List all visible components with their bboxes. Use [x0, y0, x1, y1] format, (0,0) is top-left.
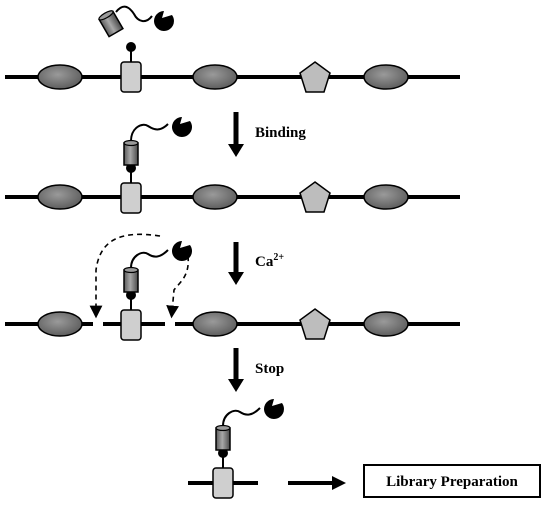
- nucleosome: [192, 64, 238, 90]
- mnase-pacman: [171, 116, 192, 137]
- cut-arrow-right: [166, 255, 190, 319]
- mnase-pacman: [153, 11, 174, 31]
- other-protein-pentagon: [299, 308, 331, 340]
- step-arrow-calcium: [228, 242, 244, 285]
- step-arrow-binding: [228, 112, 244, 157]
- released-fragment: [188, 399, 285, 499]
- nucleosome: [363, 184, 409, 210]
- mnase-pacman: [264, 399, 285, 419]
- other-protein-pentagon: [299, 61, 331, 93]
- nucleosome: [192, 184, 238, 210]
- bound-antibody-cylinder: [123, 139, 139, 166]
- target-protein-bound: [120, 241, 193, 341]
- target-protein-bound: [120, 116, 192, 214]
- row-2-chromatin: [5, 116, 460, 214]
- bound-antibody-cylinder: [123, 266, 139, 293]
- nucleosome: [37, 64, 83, 90]
- calcium-superscript: 2+: [273, 252, 284, 263]
- nucleosome: [363, 64, 409, 90]
- nucleosome: [363, 311, 409, 337]
- nucleosome: [37, 184, 83, 210]
- step-label-stop: Stop: [255, 361, 284, 377]
- cut-arrow-left: [89, 233, 161, 319]
- target-protein: [120, 42, 142, 93]
- library-preparation-box: Library Preparation: [363, 464, 541, 498]
- mnase-pacman: [171, 241, 193, 261]
- library-preparation-label: Library Preparation: [386, 474, 518, 490]
- arrow-to-library-prep: [288, 476, 346, 490]
- step-arrow-stop: [228, 348, 244, 392]
- row-1-chromatin: [5, 42, 460, 93]
- other-protein-pentagon: [299, 181, 331, 213]
- free-antibody-mnase: [98, 5, 174, 38]
- step-label-binding: Binding: [255, 125, 306, 141]
- nucleosome: [37, 311, 83, 337]
- nucleosome: [192, 311, 238, 337]
- row-3-chromatin: [5, 241, 460, 341]
- bound-antibody-cylinder: [215, 424, 231, 451]
- step-label-calcium: Ca2+: [255, 252, 284, 270]
